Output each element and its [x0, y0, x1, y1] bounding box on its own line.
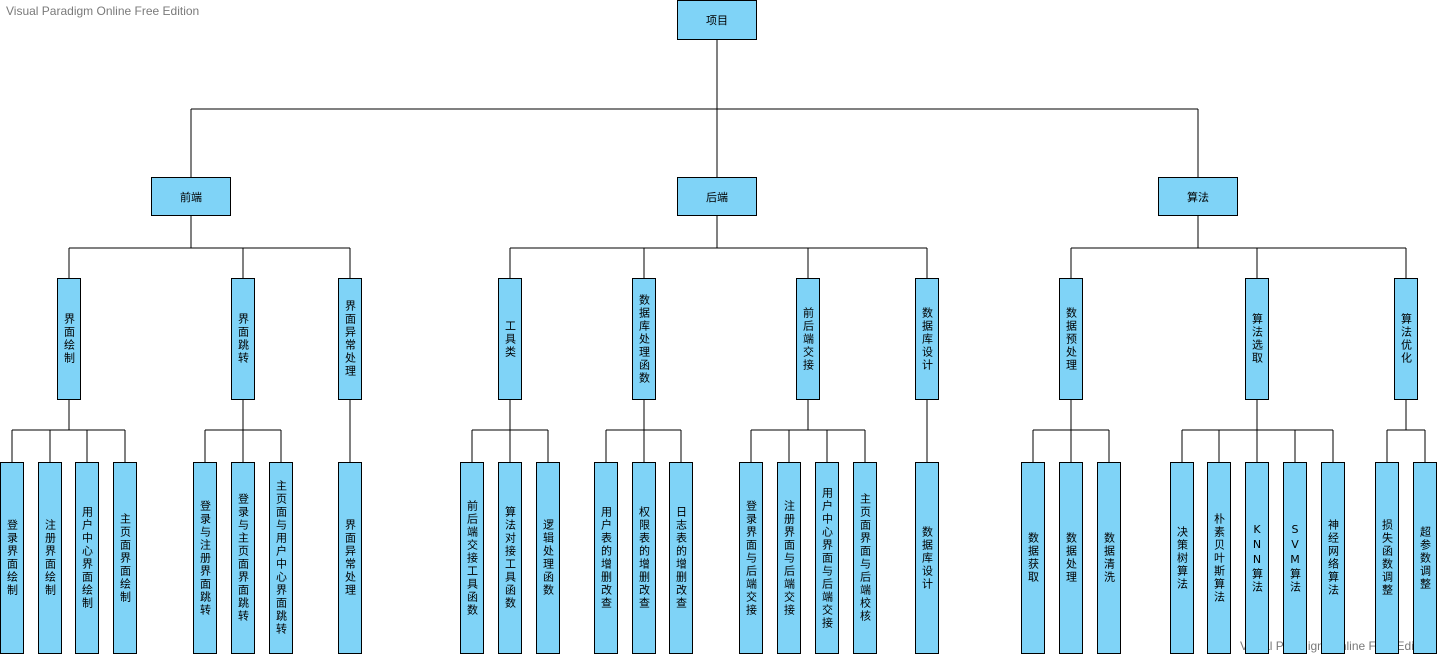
- node-item-1-0-0-label: 前后端交接工具函数: [465, 499, 479, 617]
- node-group-1-3-label: 数据库设计: [920, 306, 934, 372]
- node-item-1-2-3-label: 主页面界面与后端校核: [858, 493, 872, 623]
- node-group-1-0[interactable]: 工具类: [498, 278, 522, 400]
- node-item-2-2-1[interactable]: 超参数调整: [1413, 462, 1437, 654]
- node-item-2-1-0-label: 决策树算法: [1175, 525, 1189, 591]
- node-group-1-1[interactable]: 数据库处理函数: [632, 278, 656, 400]
- node-item-2-0-1-label: 数据处理: [1064, 532, 1078, 584]
- watermark-top: Visual Paradigm Online Free Edition: [6, 4, 200, 18]
- node-item-2-0-0[interactable]: 数据获取: [1021, 462, 1045, 654]
- node-item-2-1-1-label: 朴素贝叶斯算法: [1212, 512, 1226, 604]
- node-group-2-1[interactable]: 算法选取: [1245, 278, 1269, 400]
- node-item-2-0-2[interactable]: 数据清洗: [1097, 462, 1121, 654]
- node-branch-1[interactable]: 后端: [677, 177, 757, 216]
- node-item-1-1-2[interactable]: 日志表的增删改查: [669, 462, 693, 654]
- node-item-0-2-0-label: 界面异常处理: [343, 519, 357, 597]
- node-item-1-0-2-label: 逻辑处理函数: [541, 519, 555, 597]
- node-item-1-0-2[interactable]: 逻辑处理函数: [536, 462, 560, 654]
- node-item-0-0-2-label: 用户中心界面绘制: [80, 506, 94, 610]
- node-item-2-2-1-label: 超参数调整: [1418, 525, 1432, 591]
- node-item-2-2-0[interactable]: 损失函数调整: [1375, 462, 1399, 654]
- node-item-0-1-1[interactable]: 登录与主页面界面跳转: [231, 462, 255, 654]
- node-item-0-1-0[interactable]: 登录与注册界面跳转: [193, 462, 217, 654]
- node-item-1-2-1-label: 注册界面与后端交接: [782, 499, 796, 617]
- node-item-0-0-0[interactable]: 登录界面绘制: [0, 462, 24, 654]
- node-item-0-0-3-label: 主页面界面绘制: [118, 512, 132, 604]
- node-item-2-0-2-label: 数据清洗: [1102, 532, 1116, 584]
- node-root[interactable]: 项目: [677, 0, 757, 40]
- node-group-0-0-label: 界面绘制: [62, 313, 76, 365]
- node-item-0-0-1[interactable]: 注册界面绘制: [38, 462, 62, 654]
- node-item-1-1-1[interactable]: 权限表的增删改查: [632, 462, 656, 654]
- node-item-1-2-0[interactable]: 登录界面与后端交接: [739, 462, 763, 654]
- node-item-1-3-0-label: 数据库设计: [920, 525, 934, 591]
- node-item-0-1-2-label: 主页面与用户中心界面跳转: [274, 480, 288, 636]
- node-item-1-3-0[interactable]: 数据库设计: [915, 462, 939, 654]
- node-item-2-1-1[interactable]: 朴素贝叶斯算法: [1207, 462, 1231, 654]
- node-group-1-0-label: 工具类: [503, 319, 517, 359]
- node-item-1-0-1-label: 算法对接工具函数: [503, 506, 517, 610]
- node-group-0-1-label: 界面跳转: [236, 313, 250, 365]
- node-group-0-2-label: 界面异常处理: [343, 300, 357, 378]
- node-group-0-1[interactable]: 界面跳转: [231, 278, 255, 400]
- node-item-2-1-4-label: 神经网络算法: [1326, 519, 1340, 597]
- node-item-1-2-2[interactable]: 用户中心界面与后端交接: [815, 462, 839, 654]
- node-branch-2-label: 算法: [1187, 190, 1209, 204]
- node-item-0-1-2[interactable]: 主页面与用户中心界面跳转: [269, 462, 293, 654]
- node-item-1-2-2-label: 用户中心界面与后端交接: [820, 486, 834, 630]
- node-item-0-1-1-label: 登录与主页面界面跳转: [236, 493, 250, 623]
- node-item-2-0-0-label: 数据获取: [1026, 532, 1040, 584]
- node-item-0-0-2[interactable]: 用户中心界面绘制: [75, 462, 99, 654]
- node-item-0-0-0-label: 登录界面绘制: [5, 519, 19, 597]
- node-item-2-1-2-label: KNN算法: [1250, 522, 1264, 594]
- node-item-1-1-0[interactable]: 用户表的增删改查: [594, 462, 618, 654]
- node-item-1-2-3[interactable]: 主页面界面与后端校核: [853, 462, 877, 654]
- node-item-0-1-0-label: 登录与注册界面跳转: [198, 499, 212, 617]
- node-item-0-0-3[interactable]: 主页面界面绘制: [113, 462, 137, 654]
- node-item-0-2-0[interactable]: 界面异常处理: [338, 462, 362, 654]
- node-item-1-2-0-label: 登录界面与后端交接: [744, 499, 758, 617]
- node-branch-2[interactable]: 算法: [1158, 177, 1238, 216]
- node-branch-1-label: 后端: [706, 190, 728, 204]
- node-group-2-2[interactable]: 算法优化: [1394, 278, 1418, 400]
- node-group-0-2[interactable]: 界面异常处理: [338, 278, 362, 400]
- node-group-1-1-label: 数据库处理函数: [637, 293, 651, 385]
- node-item-2-1-3[interactable]: SVM算法: [1283, 462, 1307, 654]
- node-group-2-0[interactable]: 数据预处理: [1059, 278, 1083, 400]
- node-group-2-2-label: 算法优化: [1399, 313, 1413, 365]
- node-group-1-2-label: 前后端交接: [801, 306, 815, 372]
- node-group-2-1-label: 算法选取: [1250, 313, 1264, 365]
- node-group-1-3[interactable]: 数据库设计: [915, 278, 939, 400]
- node-item-0-0-1-label: 注册界面绘制: [43, 519, 57, 597]
- node-branch-0-label: 前端: [180, 190, 202, 204]
- node-item-1-0-0[interactable]: 前后端交接工具函数: [460, 462, 484, 654]
- node-group-2-0-label: 数据预处理: [1064, 306, 1078, 372]
- node-item-1-1-2-label: 日志表的增删改查: [674, 506, 688, 610]
- node-item-2-1-3-label: SVM算法: [1288, 522, 1302, 594]
- node-item-1-2-1[interactable]: 注册界面与后端交接: [777, 462, 801, 654]
- node-group-1-2[interactable]: 前后端交接: [796, 278, 820, 400]
- node-item-2-2-0-label: 损失函数调整: [1380, 519, 1394, 597]
- node-item-2-1-0[interactable]: 决策树算法: [1170, 462, 1194, 654]
- node-item-1-0-1[interactable]: 算法对接工具函数: [498, 462, 522, 654]
- node-item-2-1-2[interactable]: KNN算法: [1245, 462, 1269, 654]
- node-root-label: 项目: [706, 14, 728, 27]
- node-group-0-0[interactable]: 界面绘制: [57, 278, 81, 400]
- node-item-2-1-4[interactable]: 神经网络算法: [1321, 462, 1345, 654]
- node-item-1-1-0-label: 用户表的增删改查: [599, 506, 613, 610]
- node-item-1-1-1-label: 权限表的增删改查: [637, 506, 651, 610]
- node-item-2-0-1[interactable]: 数据处理: [1059, 462, 1083, 654]
- node-branch-0[interactable]: 前端: [151, 177, 231, 216]
